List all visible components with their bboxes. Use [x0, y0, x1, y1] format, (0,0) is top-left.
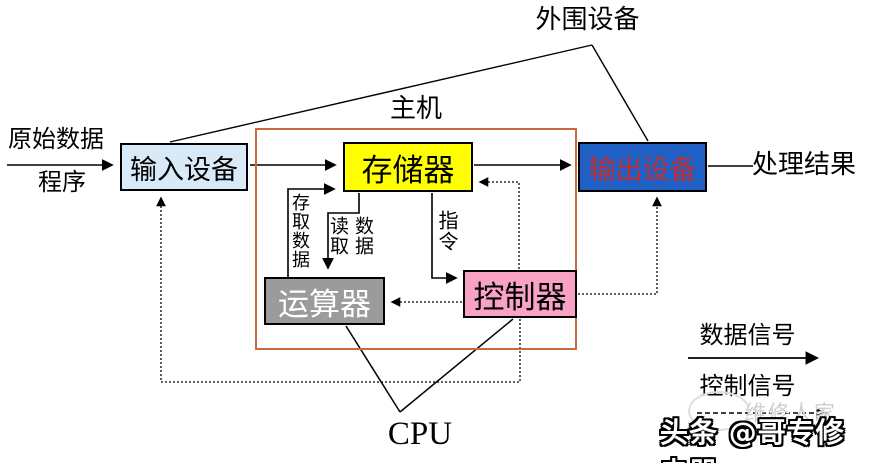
peripheral-devices-label: 外围设备 [535, 5, 640, 35]
line-peripheral-to-input [169, 44, 593, 143]
read-data-label-col2: 数据 [352, 216, 374, 256]
controller-box: 控制器 [463, 270, 577, 318]
line-peripheral-to-output [591, 44, 649, 142]
input-device-label: 输入设备 [130, 154, 238, 186]
arrow-memory-instruction-to-controller [431, 193, 458, 284]
watermark-main-text: 头条 @哥专修电器 [660, 416, 845, 463]
legend-data-signal-label: 数据信号 [699, 321, 796, 349]
watermark-logo-circle [688, 391, 750, 431]
raw-data-label: 原始数据 [8, 125, 104, 153]
alu-label: 运算器 [278, 286, 371, 323]
arrow-alu-store-access-to-memory [287, 183, 336, 277]
controller-label: 控制器 [473, 279, 567, 316]
memory-box: 存储器 [343, 142, 473, 192]
input-device-box: 输入设备 [120, 143, 248, 191]
alu-box: 运算器 [264, 277, 385, 325]
memory-label: 存储器 [361, 152, 455, 189]
control-line-controller-to-output [578, 196, 662, 295]
host-label: 主机 [389, 94, 442, 124]
control-line-controller-to-memory [478, 177, 520, 269]
read-data-label-col1: 读取 [327, 216, 349, 256]
control-line-controller-to-input [156, 196, 521, 383]
line-controller-to-cpu [399, 318, 514, 413]
output-device-label: 输出设备 [588, 154, 697, 186]
cpu-label: CPU [387, 416, 453, 452]
store-access-data-label: 存取数据 [289, 193, 310, 269]
output-device-box: 输出设备 [578, 142, 707, 192]
processing-result-label: 处理结果 [752, 150, 857, 180]
host-boundary-rect [255, 128, 577, 350]
program-label: 程序 [38, 168, 86, 196]
watermark-faint-text: 维修人家 [745, 401, 837, 425]
arrow-memory-read-data-to-alu [322, 193, 360, 270]
line-alu-to-cpu [345, 325, 401, 413]
instruction-label: 指令 [435, 210, 459, 252]
